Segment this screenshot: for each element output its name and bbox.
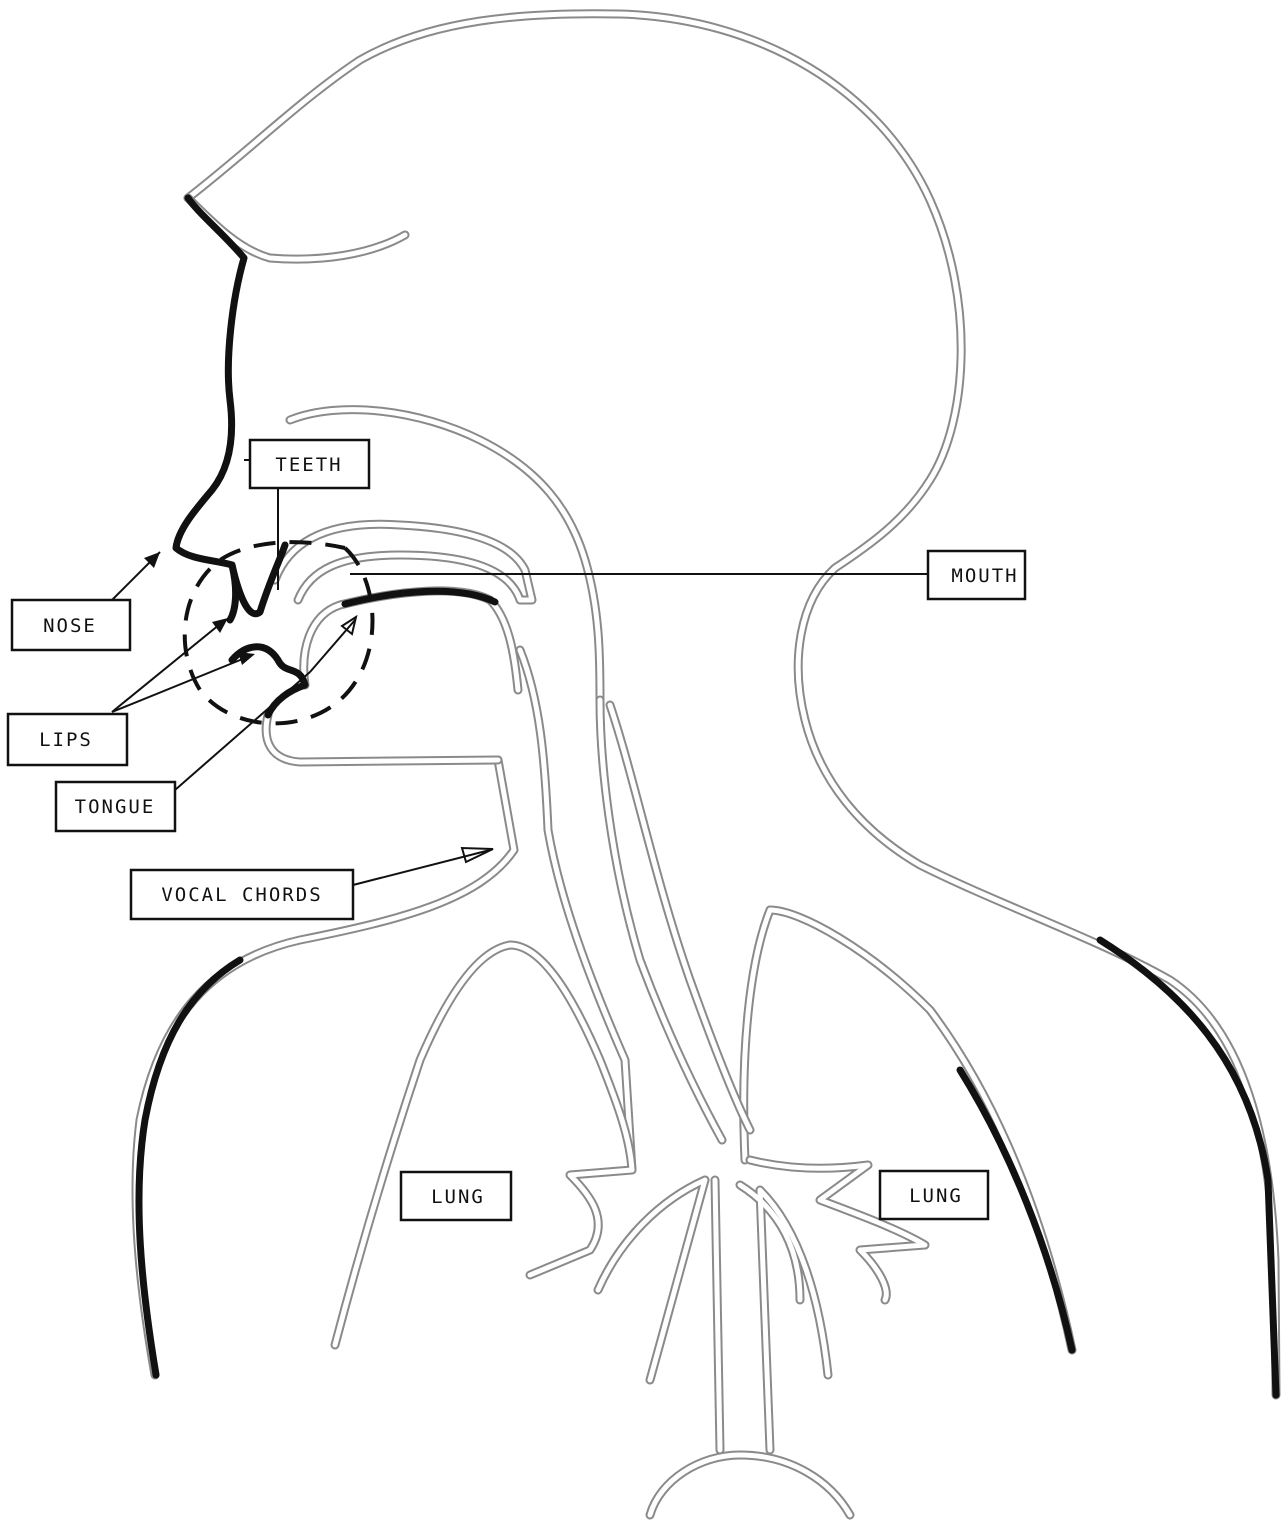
label-lung-left: LUNG — [401, 1172, 511, 1220]
label-vocal-chords-text: VOCAL CHORDS — [161, 884, 322, 906]
lips-leader-lower — [112, 656, 250, 712]
lips-arrowhead-upper — [212, 618, 228, 633]
bronchi-base-arch — [650, 1455, 850, 1515]
label-mouth: MOUTH — [928, 551, 1025, 599]
left-shoulder — [136, 760, 514, 1375]
label-nose-text: NOSE — [43, 615, 97, 637]
chin-throat — [266, 715, 498, 762]
bronchi-tree — [598, 1180, 828, 1450]
lungs — [335, 945, 925, 1515]
label-teeth-text: TEETH — [275, 454, 342, 476]
label-tongue: TONGUE — [56, 782, 175, 831]
label-nose: NOSE — [12, 600, 130, 650]
lips-arrowhead-lower — [238, 652, 255, 665]
face-profile — [176, 198, 244, 620]
label-mouth-text: MOUTH — [951, 565, 1018, 587]
back-shoulder-inner — [744, 910, 1072, 1350]
right-shoulder-back — [1100, 940, 1276, 1395]
tongue-leader — [175, 672, 310, 790]
label-vocal-chords: VOCAL CHORDS — [131, 870, 353, 919]
head-outline — [188, 14, 1276, 1395]
left-lung-outline — [335, 945, 632, 1345]
label-lips: LIPS — [8, 714, 127, 765]
label-lips-text: LIPS — [39, 729, 93, 751]
label-lung-right-text: LUNG — [909, 1185, 963, 1207]
vocal-tract — [185, 410, 750, 1170]
trachea-left — [600, 700, 722, 1140]
label-teeth: TEETH — [250, 440, 369, 488]
label-lung-left-text: LUNG — [431, 1186, 485, 1208]
label-lung-right: LUNG — [880, 1171, 988, 1219]
vocal-chords-leader — [353, 850, 490, 885]
label-tongue-text: TONGUE — [75, 796, 156, 818]
